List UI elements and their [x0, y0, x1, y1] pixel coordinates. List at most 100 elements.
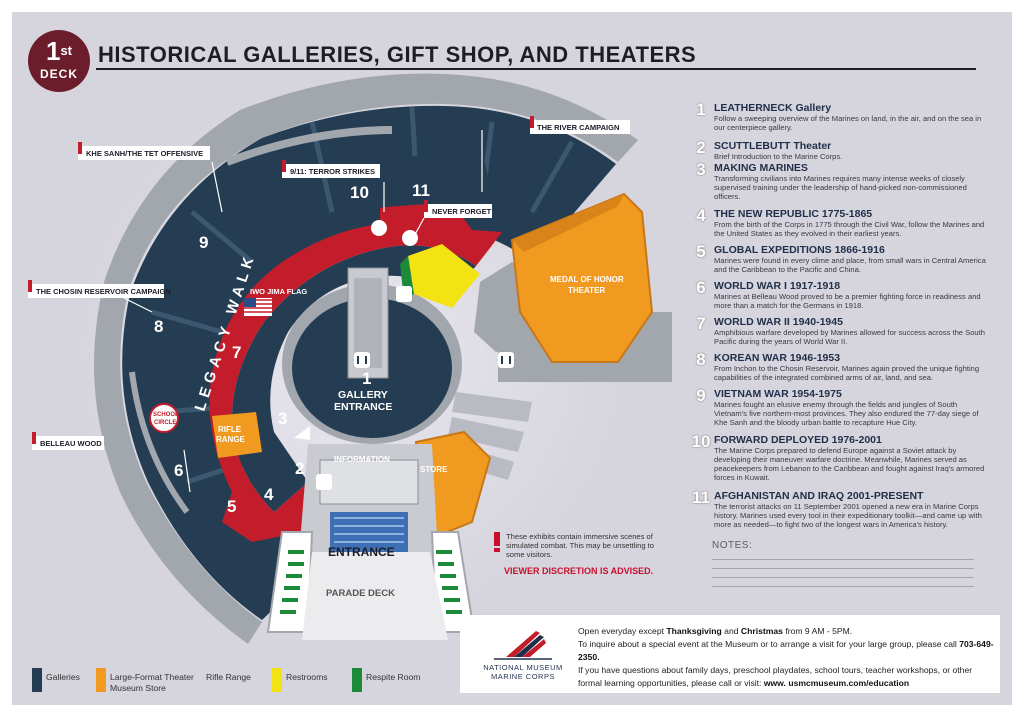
school-circle-icon	[149, 403, 179, 433]
school-circle-label-1: SCHOOL	[153, 412, 179, 418]
alert-icon	[28, 280, 32, 292]
gallery-title: WORLD WAR II 1940-1945	[714, 316, 843, 328]
elevator-icon-east	[498, 352, 514, 368]
alert-icon	[78, 142, 82, 154]
parade-deck-label: PARADE DECK	[326, 588, 395, 599]
gallery-description: Brief Introduction to the Marine Corps.	[714, 152, 843, 161]
viewer-discretion-text: VIEWER DISCRETION IS ADVISED.	[504, 566, 654, 576]
museum-map-page: 1st DECK HISTORICAL GALLERIES, GIFT SHOP…	[12, 12, 1012, 705]
rifle-range-label-2: RANGE	[216, 435, 246, 444]
rifle-range-label-1: RIFLE	[218, 425, 242, 434]
restroom-area	[408, 244, 480, 308]
page-title: HISTORICAL GALLERIES, GIFT SHOP, AND THE…	[98, 42, 697, 67]
gallery-number: 3	[696, 160, 706, 179]
map-number-7: 7	[232, 343, 241, 362]
legacy-walk	[209, 221, 490, 542]
map-number-4: 4	[264, 485, 274, 504]
warning-text: These exhibits contain immersive scenes …	[506, 532, 655, 559]
legend-swatch	[352, 668, 362, 692]
eagle-logo-icon	[494, 631, 552, 660]
elevator-icon	[354, 352, 370, 368]
iwo-jima-flag-label: IWO JIMA FLAG	[250, 287, 307, 296]
outer-wall-left	[94, 110, 262, 644]
education-link[interactable]: www. usmcmuseum.com/education	[763, 678, 910, 688]
map-number-2: 2	[295, 459, 304, 478]
svg-text:THE RIVER CAMPAIGN: THE RIVER CAMPAIGN	[537, 123, 619, 132]
information-desk	[319, 459, 419, 505]
medal-of-honor-label-2: THEATER	[568, 286, 605, 295]
warning-icon	[494, 532, 500, 546]
gallery-title: MAKING MARINES	[714, 162, 808, 174]
gallery-number: 1	[696, 100, 706, 119]
alert-icon	[530, 116, 534, 128]
gallery-description: The terrorist attacks on 11 September 20…	[714, 502, 982, 529]
svg-text:THE CHOSIN RESERVOIR CAMPAIGN: THE CHOSIN RESERVOIR CAMPAIGN	[36, 287, 171, 296]
accessibility-icon	[371, 220, 387, 236]
map-number-8: 8	[154, 317, 163, 336]
gallery-title: AFGHANISTAN AND IRAQ 2001-PRESENT	[714, 490, 924, 502]
floor-plan-map: LEGACY WALK GALLERY ENTRANCE INFORMATION…	[28, 73, 672, 644]
notes-label: NOTES:	[712, 540, 753, 551]
gallery-title: VIETNAM WAR 1954-1975	[714, 388, 842, 400]
entrance-label: ENTRANCE	[328, 545, 395, 559]
restroom-icon-entrance	[316, 474, 332, 490]
alert-icon	[32, 432, 36, 444]
deck-number: 1	[45, 36, 61, 66]
phone-number: 703-649-2350.	[578, 639, 994, 662]
gallery-title: THE NEW REPUBLIC 1775-1865	[714, 208, 873, 220]
map-number-11: 11	[412, 181, 430, 200]
gallery-number: 5	[696, 242, 706, 261]
callout-chosin: THE CHOSIN RESERVOIR CAMPAIGN	[28, 280, 171, 298]
school-circle-label-2: CIRCLE	[154, 420, 176, 426]
medal-of-honor-label-1: MEDAL OF HONOR	[550, 275, 624, 284]
gallery-title: LEATHERNECK Gallery	[714, 102, 832, 114]
gallery-title: KOREAN WAR 1946-1953	[714, 352, 841, 364]
gallery-title: GLOBAL EXPEDITIONS 1866-1916	[714, 244, 885, 256]
galleries-inner-ring	[232, 245, 476, 513]
store-label: STORE	[420, 465, 448, 474]
gallery-entrance-label-2: ENTRANCE	[334, 401, 392, 413]
gallery-description: From Inchon to the Chosin Reservoir, Mar…	[714, 364, 980, 382]
rifle-range-room	[212, 412, 262, 458]
legend-label: Galleries	[46, 672, 80, 682]
restroom-icon	[396, 286, 412, 302]
information-label: INFORMATION	[334, 455, 390, 464]
outer-wall-top	[240, 73, 638, 162]
deck-suffix: st	[60, 43, 73, 58]
gallery-description: Follow a sweeping overview of the Marine…	[714, 114, 982, 132]
gallery-description: The Marine Corps prepared to defend Euro…	[714, 446, 985, 482]
legend-swatch	[272, 668, 282, 692]
map-number-10: 10	[350, 183, 369, 202]
alert-icon	[282, 160, 286, 172]
gallery-number: 9	[696, 386, 706, 405]
info-text: Open everyday except Thanksgiving and Ch…	[578, 626, 994, 688]
dog-icon	[402, 230, 418, 246]
map-number-5: 5	[227, 497, 236, 516]
logo-line-1: NATIONAL MUSEUM	[483, 663, 563, 672]
gallery-number: 11	[692, 488, 710, 507]
gallery-title: WORLD WAR I 1917-1918	[714, 280, 841, 292]
callout-never-forget: NEVER FORGET	[424, 200, 492, 218]
map-number-9: 9	[199, 233, 208, 252]
gallery-description: Marines fought an elusive enemy through …	[714, 400, 979, 427]
parade-deck	[302, 552, 448, 640]
legend-label: Rifle Range	[206, 672, 251, 682]
deck-badge: 1st DECK	[28, 30, 90, 92]
gallery-description: Marines at Belleau Wood proved to be a p…	[714, 292, 981, 310]
title-underline	[96, 68, 976, 70]
deck-label: DECK	[39, 67, 78, 81]
gallery-description: Marines were found in every clime and pl…	[714, 256, 986, 274]
map-number-3: 3	[278, 409, 287, 428]
alert-icon	[424, 200, 428, 212]
visitor-info-box: NATIONAL MUSEUM MARINE CORPS Open everyd…	[460, 615, 1000, 693]
gallery-description: Transforming civilians into Marines requ…	[714, 174, 967, 201]
map-number-1: 1	[362, 369, 371, 388]
legend-label: Restrooms	[286, 672, 328, 682]
gallery-number: 7	[696, 314, 706, 333]
gallery-number: 6	[696, 278, 706, 297]
callout-khe-sanh: KHE SANH/THE TET OFFENSIVE	[78, 142, 210, 160]
callout-river-campaign: THE RIVER CAMPAIGN	[530, 116, 630, 134]
svg-text:BELLEAU WOOD: BELLEAU WOOD	[40, 439, 102, 448]
callout-belleau: BELLEAU WOOD	[32, 432, 104, 450]
